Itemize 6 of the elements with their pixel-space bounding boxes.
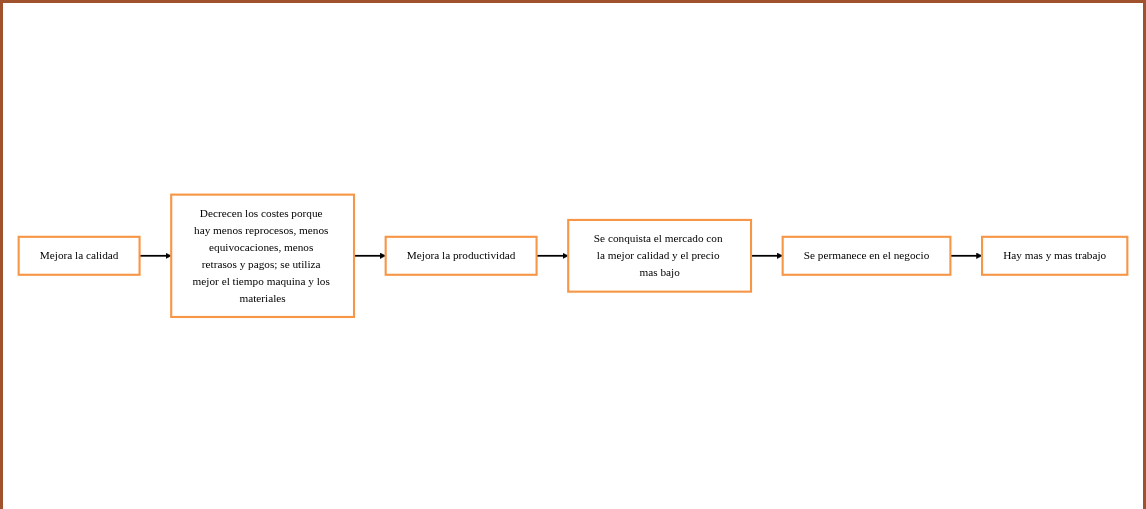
node-box: Se conquista el mercado con la mejor calidad y el precio mas bajo [567,219,753,293]
node-box: Mejora la productividad [384,235,538,277]
node-box: Mejora la calidad [17,235,141,277]
node-box: Decrecen los costes porque hay menos reprocesos, menos equivocaciones, menos retrasos y pagos; se utiliza mejor el tiempo maquina y los materiales [170,193,356,319]
node-box: Se permanece en el negocio [781,235,952,277]
node-box: Hay mas y mas trabajo [981,235,1129,277]
